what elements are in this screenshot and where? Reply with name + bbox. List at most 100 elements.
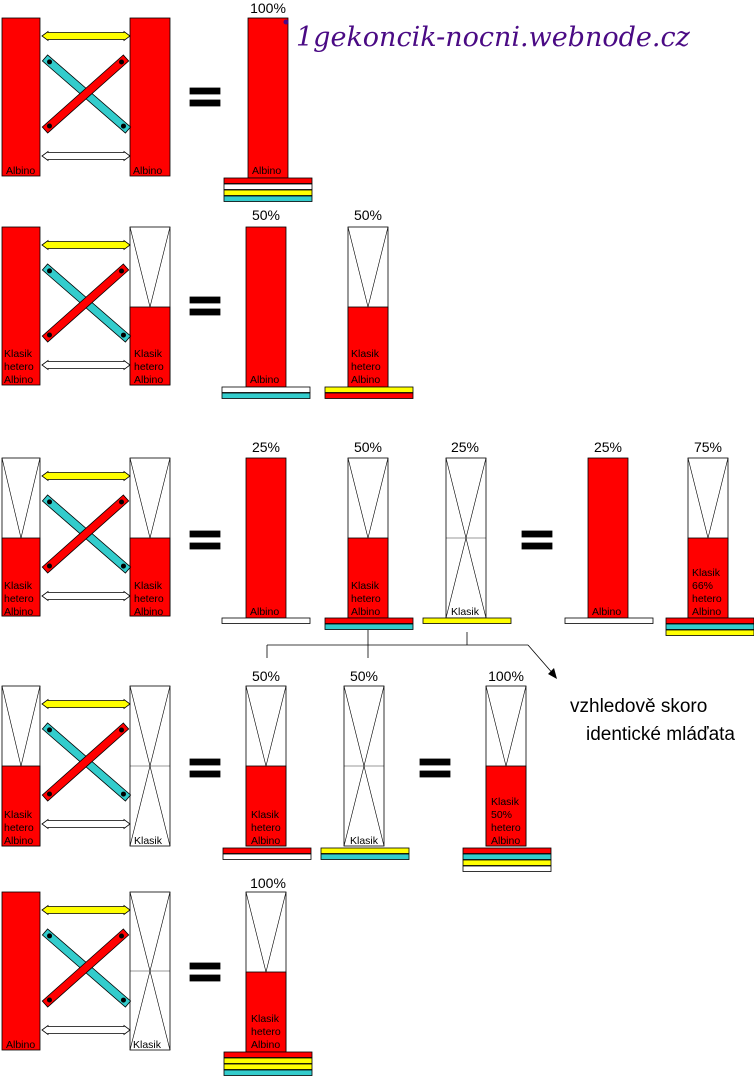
gene-stripe bbox=[223, 177, 313, 184]
hetero-bar-red bbox=[1, 537, 41, 617]
branch-arrow-head bbox=[548, 668, 557, 679]
gene-stripe bbox=[222, 853, 312, 860]
note-line: vzhledově skoro bbox=[570, 696, 707, 717]
offspring-label: Albino bbox=[491, 835, 520, 847]
equals-bar bbox=[189, 99, 221, 107]
bar-v-line bbox=[505, 685, 527, 767]
offspring-label: Klasik bbox=[491, 796, 520, 808]
percent-label: 50% bbox=[354, 439, 382, 455]
parent-label: Klasik bbox=[134, 580, 163, 592]
bar-v-line bbox=[1, 457, 22, 539]
parent-label: hetero bbox=[4, 593, 34, 605]
bar-v-line bbox=[367, 457, 389, 539]
bar-v-line bbox=[367, 226, 389, 308]
albino-bar bbox=[245, 226, 287, 388]
rod-end-dot bbox=[120, 563, 126, 569]
parent-label: Klasik bbox=[4, 348, 33, 360]
rod-end-dot bbox=[119, 933, 125, 939]
gene-link-arrow bbox=[41, 470, 131, 482]
gene-cross-rod bbox=[41, 722, 130, 802]
percent-label: 100% bbox=[488, 668, 524, 684]
gene-stripe bbox=[223, 1069, 313, 1076]
rod-end-dot bbox=[120, 332, 126, 338]
offspring-label: hetero bbox=[251, 1026, 281, 1038]
rod-end-dot bbox=[119, 727, 125, 733]
gene-cross-rod bbox=[41, 928, 130, 1008]
percent-label: 25% bbox=[252, 439, 280, 455]
bar-v-line bbox=[245, 891, 267, 973]
gene-stripe bbox=[462, 853, 552, 860]
offspring-label: Albino bbox=[351, 606, 380, 618]
gene-stripe bbox=[324, 392, 414, 399]
bar-v-line bbox=[149, 226, 171, 308]
bar-v-line bbox=[265, 891, 287, 973]
rod-end-dot bbox=[120, 791, 126, 797]
gene-stripe bbox=[422, 617, 512, 624]
bar-v-line bbox=[485, 685, 507, 767]
gene-link-arrow bbox=[41, 30, 131, 42]
hetero-bar-red bbox=[347, 537, 389, 619]
rod-end-dot bbox=[47, 268, 53, 274]
note-line: identické mláďata bbox=[586, 724, 735, 745]
parent-label: Albino bbox=[134, 374, 163, 386]
equals-sign: = bbox=[428, 770, 439, 791]
percent-label: 50% bbox=[350, 668, 378, 684]
gene-stripe bbox=[462, 865, 552, 872]
parent-label: hetero bbox=[134, 361, 164, 373]
percent-label: 25% bbox=[594, 439, 622, 455]
hetero-bar-red bbox=[1, 765, 41, 847]
rod-end-dot bbox=[46, 332, 52, 338]
offspring-label: hetero bbox=[351, 593, 381, 605]
albino-bar bbox=[129, 17, 171, 177]
offspring-label: Albino bbox=[351, 374, 380, 386]
hetero-bar-red bbox=[485, 765, 527, 847]
bar-v-line bbox=[1, 685, 22, 767]
gene-stripe bbox=[665, 617, 754, 624]
equals-bar bbox=[189, 87, 221, 95]
parent-label: Klasik bbox=[4, 809, 33, 821]
offspring-label: Klasik bbox=[251, 809, 280, 821]
equals-bar bbox=[189, 308, 221, 316]
rod-end-dot bbox=[119, 499, 125, 505]
equals-bar bbox=[189, 530, 221, 538]
hetero-bar-red bbox=[129, 537, 171, 617]
offspring-label: Klasik bbox=[350, 835, 379, 847]
offspring-label: Albino bbox=[251, 835, 280, 847]
parent-label: Albino bbox=[6, 1039, 35, 1051]
offspring-label: Albino bbox=[250, 374, 279, 386]
branch-arrow-line bbox=[527, 644, 556, 677]
gene-link-arrow bbox=[41, 818, 131, 830]
offspring-label: 50% bbox=[491, 809, 512, 821]
offspring-label: Albino bbox=[251, 1039, 280, 1051]
offspring-label: hetero bbox=[692, 593, 722, 605]
equals-sign: = bbox=[198, 96, 209, 117]
rod-end-dot bbox=[119, 268, 125, 274]
bar-v-line bbox=[20, 457, 41, 539]
rod-end-dot bbox=[46, 791, 52, 797]
percent-label: 75% bbox=[694, 439, 722, 455]
gene-stripe bbox=[564, 617, 654, 624]
bar-v-line bbox=[265, 685, 287, 767]
parent-label: Klasik bbox=[134, 348, 163, 360]
gene-stripe bbox=[320, 853, 410, 860]
gene-link-arrow bbox=[41, 1024, 131, 1036]
shapes-layer bbox=[1, 17, 754, 1076]
parent-label: Albino bbox=[133, 165, 162, 177]
offspring-label: Klasik bbox=[251, 1013, 280, 1025]
equals-sign: = bbox=[530, 541, 541, 562]
gene-stripe bbox=[223, 1051, 313, 1058]
gene-stripe bbox=[223, 183, 313, 190]
equals-sign: = bbox=[198, 541, 209, 562]
offspring-label: Klasik bbox=[351, 348, 380, 360]
offspring-label: Klasik bbox=[451, 606, 480, 618]
gene-stripe bbox=[223, 1063, 313, 1070]
equals-sign: = bbox=[198, 307, 209, 328]
offspring-label: Klasik bbox=[351, 580, 380, 592]
gene-stripe bbox=[320, 847, 410, 854]
percent-label: 100% bbox=[250, 875, 286, 891]
albino-bar bbox=[247, 17, 289, 179]
rod-end-dot bbox=[120, 997, 126, 1003]
offspring-label: Albino bbox=[252, 165, 281, 177]
gene-stripe bbox=[665, 629, 754, 636]
